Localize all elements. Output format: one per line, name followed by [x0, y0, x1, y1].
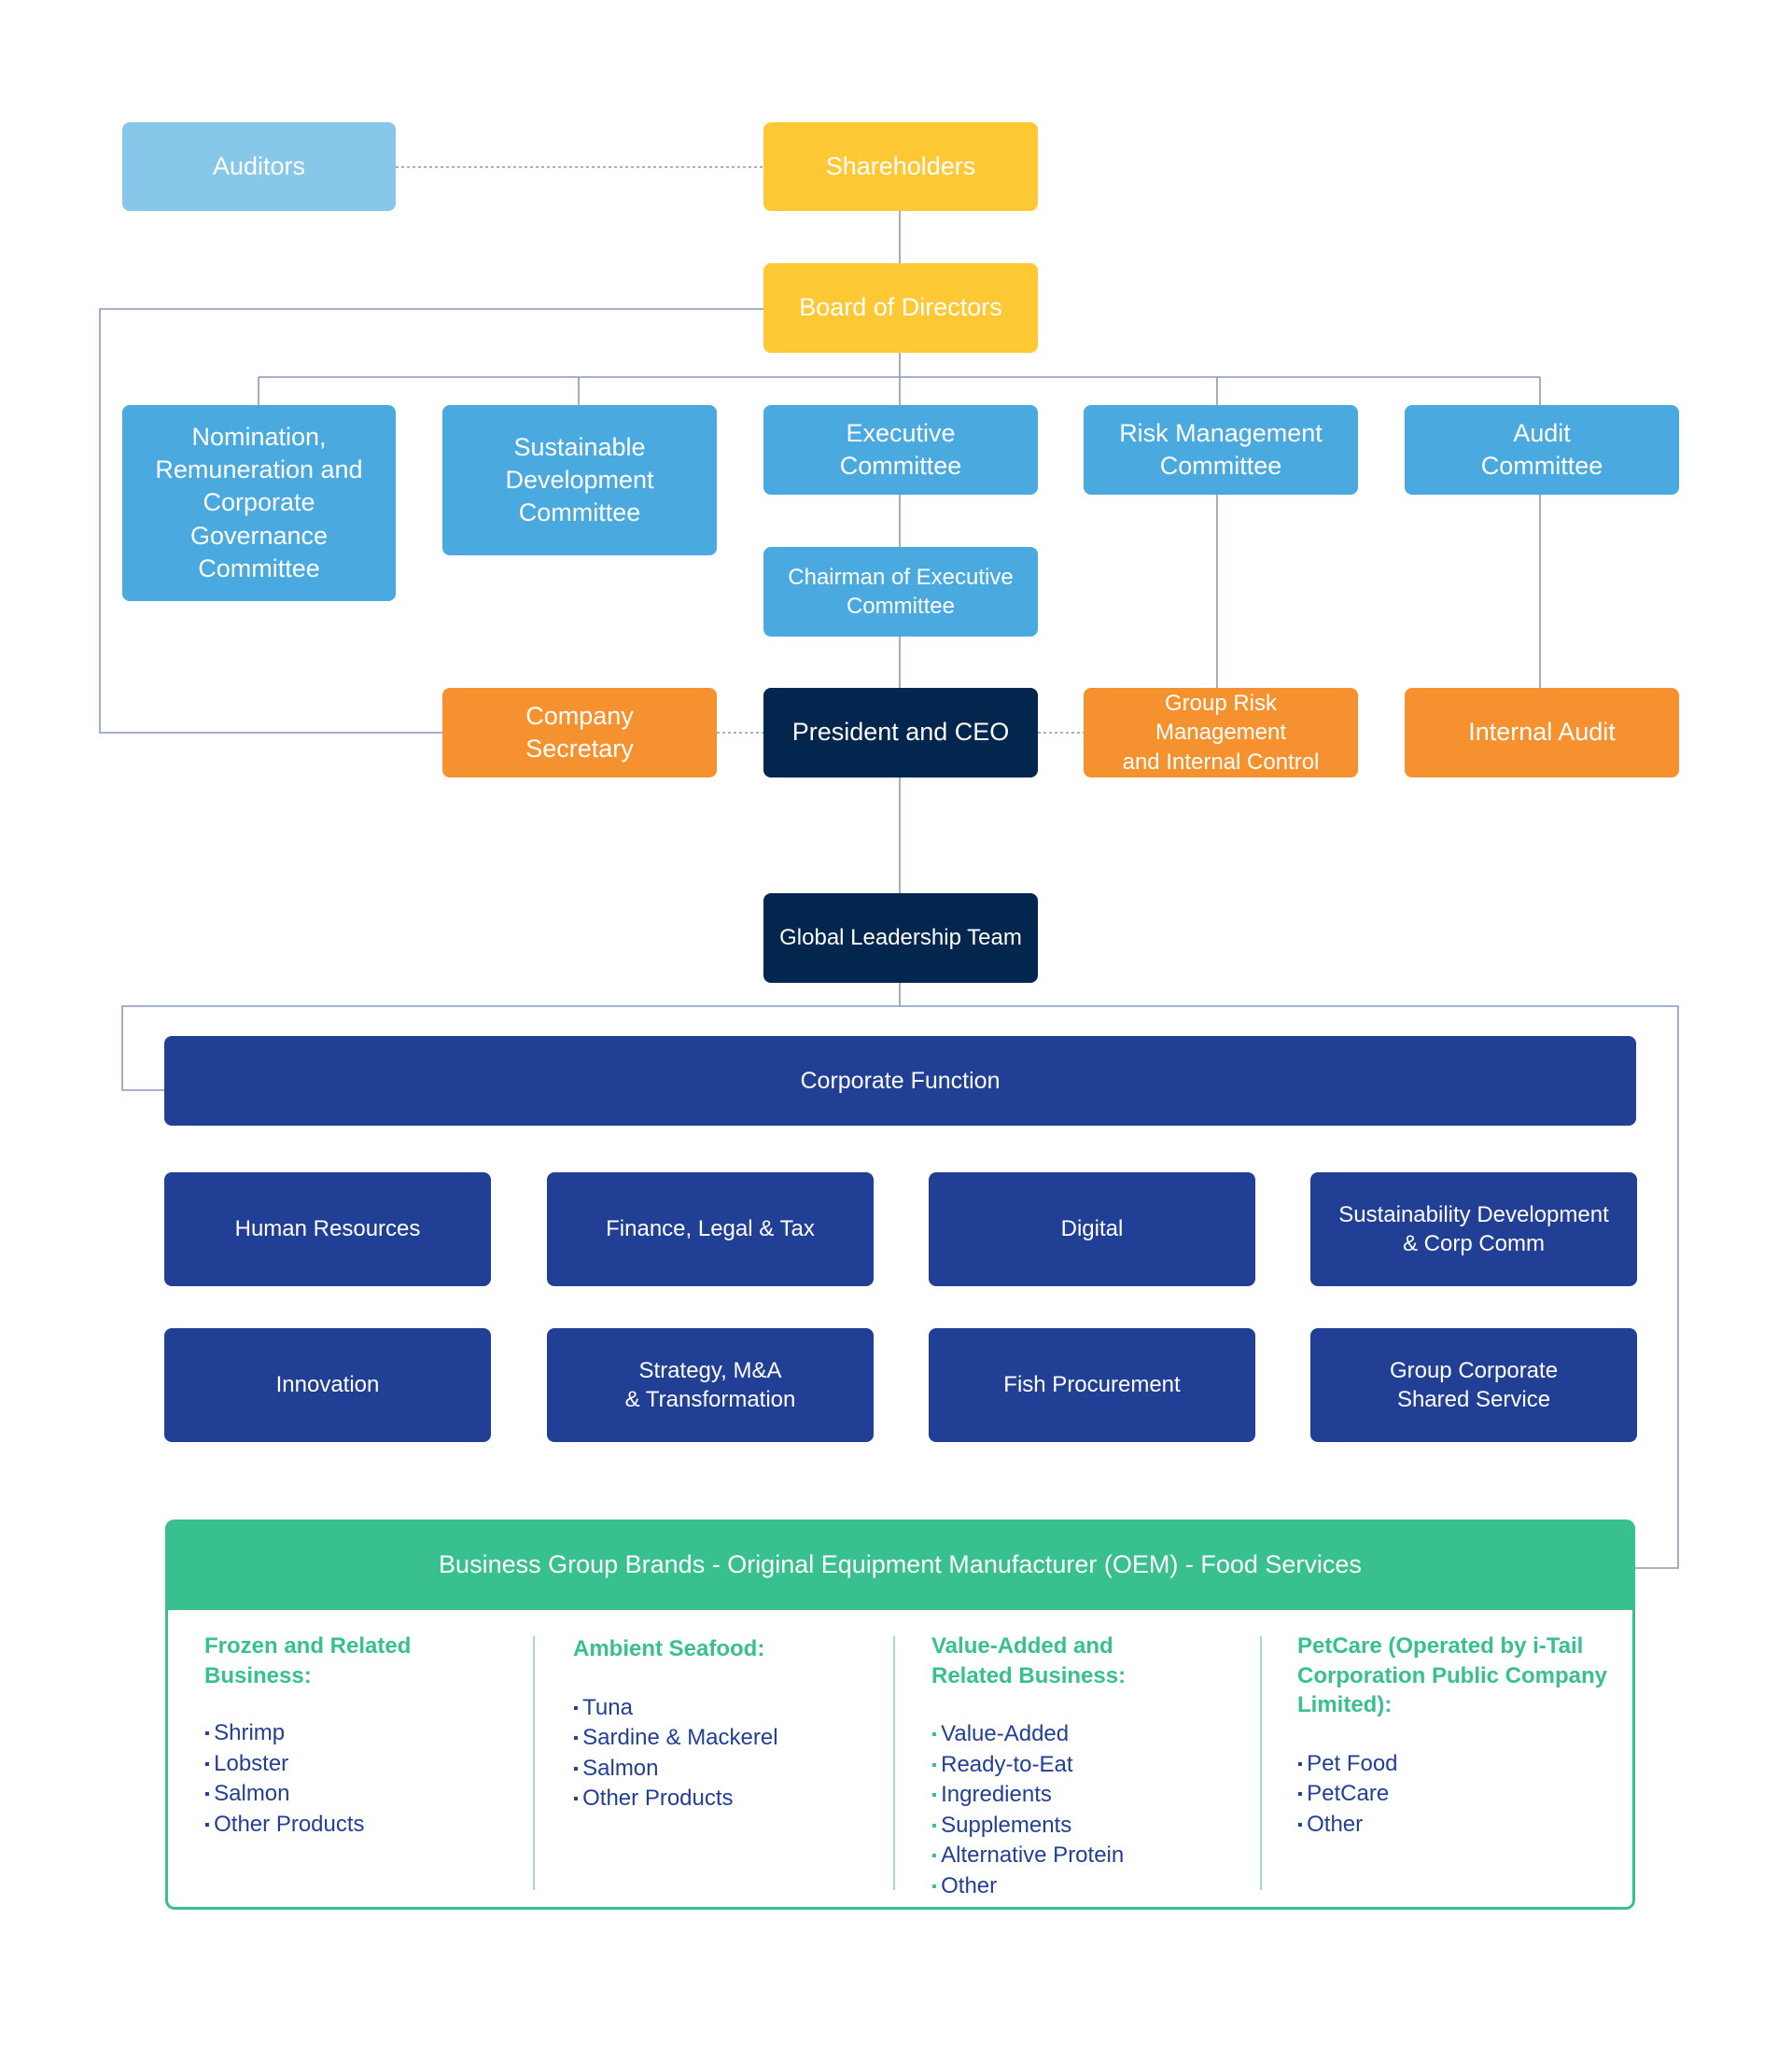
business-column-frozen: Frozen and Related Business: Shrimp Lobs…: [204, 1632, 512, 1840]
function-digital: Digital: [929, 1172, 1255, 1286]
list-item: Ready-to-Eat: [931, 1750, 1239, 1781]
function-fish-procurement: Fish Procurement: [929, 1328, 1255, 1442]
board-to-secretary-line: [99, 308, 763, 734]
column-list: Pet Food PetCare Other: [1297, 1749, 1629, 1841]
column-title: Frozen and Related Business:: [204, 1633, 412, 1688]
function-sustainability-development: Sustainability Development & Corp Comm: [1310, 1172, 1637, 1286]
board-of-directors-box: Board of Directors: [763, 263, 1038, 353]
column-title: Value-Added and Related Business:: [931, 1633, 1127, 1688]
list-item: Alternative Protein: [931, 1841, 1239, 1871]
global-leadership-team-box: Global Leadership Team: [763, 893, 1038, 983]
nomination-committee-box: Nomination, Remuneration and Corporate G…: [122, 405, 396, 601]
auditors-box: Auditors: [122, 122, 396, 211]
list-item: Pet Food: [1297, 1749, 1629, 1780]
list-item: Tuna: [573, 1693, 881, 1724]
function-strategy-ma: Strategy, M&A & Transformation: [547, 1328, 874, 1442]
list-item: Value-Added: [931, 1719, 1239, 1750]
list-item: PetCare: [1297, 1779, 1629, 1810]
column-divider: [1260, 1636, 1262, 1890]
business-column-ambient: Ambient Seafood: Tuna Sardine & Mackerel…: [573, 1634, 881, 1814]
list-item: Shrimp: [204, 1718, 512, 1749]
internal-audit-box: Internal Audit: [1405, 688, 1679, 777]
glt-business-line: [900, 1005, 1679, 1569]
column-divider: [893, 1636, 895, 1890]
list-item: Other: [1297, 1810, 1629, 1841]
list-item: Sardine & Mackerel: [573, 1723, 881, 1754]
group-risk-management-box: Group Risk Management and Internal Contr…: [1084, 688, 1358, 777]
function-human-resources: Human Resources: [164, 1172, 491, 1286]
sustainable-development-committee-box: Sustainable Development Committee: [442, 405, 717, 555]
executive-committee-box: Executive Committee: [763, 405, 1038, 495]
corporate-function-banner: Corporate Function: [164, 1036, 1636, 1126]
business-group-header: Business Group Brands - Original Equipme…: [165, 1520, 1635, 1610]
list-item: Supplements: [931, 1811, 1239, 1842]
shareholders-box: Shareholders: [763, 122, 1038, 211]
list-item: Salmon: [573, 1754, 881, 1785]
function-innovation: Innovation: [164, 1328, 491, 1442]
list-item: Salmon: [204, 1779, 512, 1810]
risk-management-committee-box: Risk Management Committee: [1084, 405, 1358, 495]
glt-functions-line: [121, 983, 901, 1091]
company-secretary-box: Company Secretary: [442, 688, 717, 777]
column-title: Ambient Seafood:: [573, 1636, 765, 1661]
business-column-value-added: Value-Added and Related Business: Value-…: [931, 1632, 1239, 1901]
column-list: Shrimp Lobster Salmon Other Products: [204, 1718, 512, 1840]
chairman-executive-committee-box: Chairman of Executive Committee: [763, 547, 1038, 637]
list-item: Other: [931, 1871, 1239, 1902]
list-item: Other Products: [204, 1810, 512, 1841]
column-title: PetCare (Operated by i-Tail Corporation …: [1297, 1633, 1608, 1717]
list-item: Other Products: [573, 1784, 881, 1814]
function-group-shared-service: Group Corporate Shared Service: [1310, 1328, 1637, 1442]
business-column-petcare: PetCare (Operated by i-Tail Corporation …: [1297, 1632, 1629, 1840]
column-list: Value-Added Ready-to-Eat Ingredients Sup…: [931, 1719, 1239, 1901]
column-list: Tuna Sardine & Mackerel Salmon Other Pro…: [573, 1693, 881, 1814]
list-item: Lobster: [204, 1749, 512, 1780]
list-item: Ingredients: [931, 1780, 1239, 1811]
column-divider: [533, 1636, 535, 1890]
president-ceo-box: President and CEO: [763, 688, 1038, 777]
function-finance-legal-tax: Finance, Legal & Tax: [547, 1172, 874, 1286]
audit-committee-box: Audit Committee: [1405, 405, 1679, 495]
